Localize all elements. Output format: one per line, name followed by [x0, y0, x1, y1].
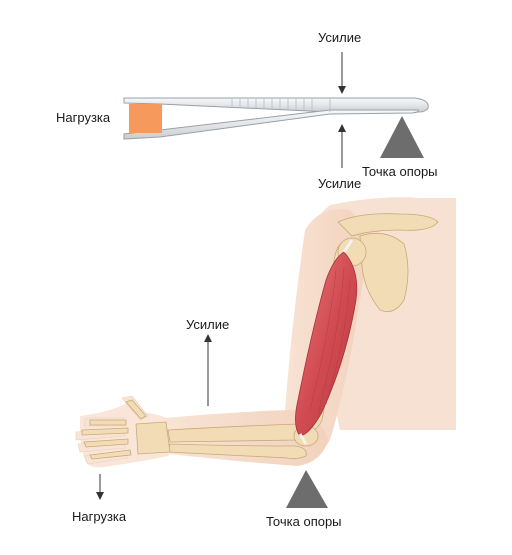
arm-illustration — [75, 197, 456, 508]
tweezer-fulcrum-triangle — [380, 116, 424, 158]
tweezer-load-label: Нагрузка — [56, 110, 111, 125]
arm-load-label: Нагрузка — [72, 509, 127, 524]
tweezer-effort-top-label: Усилие — [318, 30, 362, 45]
tendons — [298, 239, 354, 445]
tweezer-bottom-arm — [123, 109, 419, 140]
tweezer-fulcrum-label: Точка опоры — [362, 164, 438, 179]
tweezer-effort-arrow-down — [338, 52, 346, 94]
tweezer-grip — [231, 98, 331, 112]
arm-fulcrum-triangle — [286, 470, 328, 508]
tweezer-effort-arrow-up — [338, 124, 346, 168]
arm-fulcrum-label: Точка опоры — [266, 514, 342, 529]
arm-effort-arrow-up — [204, 334, 212, 406]
tweezers — [123, 52, 429, 168]
muscle-fibers — [309, 267, 351, 415]
arm-load-arrow-down — [96, 474, 104, 500]
tweezer-load-box — [129, 104, 162, 133]
tweezer-effort-bottom-label: Усилие — [318, 176, 362, 191]
arm-effort-label: Усилие — [186, 317, 230, 332]
